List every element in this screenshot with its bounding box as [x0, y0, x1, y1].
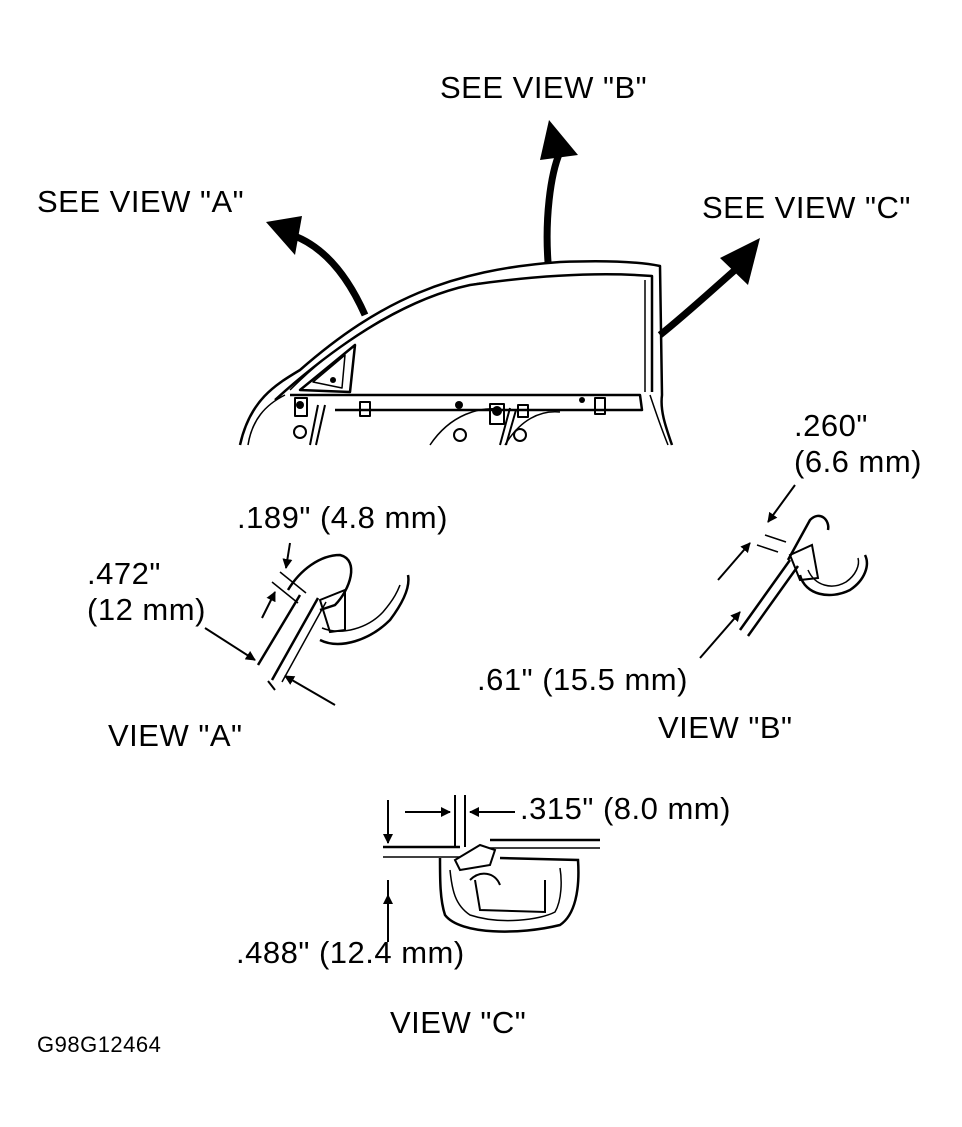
view-c-detail	[383, 795, 600, 933]
regulator-arc-right	[504, 411, 561, 446]
callout-arrow-c	[657, 267, 738, 338]
view-b-title: VIEW "B"	[658, 710, 793, 745]
door-assembly	[238, 259, 674, 446]
view-a-dim-left-in: .472"	[87, 556, 161, 591]
view-a-dimension-arrows	[204, 542, 336, 706]
mirror-sail	[298, 343, 357, 394]
view-b-dim-bottom: .61" (15.5 mm)	[477, 662, 688, 697]
callout-arrow-b	[543, 150, 564, 263]
view-c-title: VIEW "C"	[390, 1005, 527, 1040]
callout-see-view-c: SEE VIEW "C"	[702, 190, 911, 225]
callout-see-view-a: SEE VIEW "A"	[37, 184, 245, 219]
door-fasteners	[296, 377, 585, 416]
view-a-dim-left-mm: (12 mm)	[87, 592, 206, 627]
belt-line	[290, 393, 644, 412]
view-a-title: VIEW "A"	[108, 718, 243, 753]
door-frame-outer	[238, 259, 674, 446]
view-b-dim-top-in: .260"	[794, 408, 868, 443]
callout-see-view-b: SEE VIEW "B"	[440, 70, 648, 105]
view-c-dim-top: .315" (8.0 mm)	[520, 791, 731, 826]
view-c-dimension-arrows	[383, 800, 515, 942]
callout-arrow-a	[290, 231, 369, 317]
view-b-dimension-arrows	[699, 484, 796, 659]
view-c-dim-bottom: .488" (12.4 mm)	[236, 935, 465, 970]
view-b-dim-top-mm: (6.6 mm)	[794, 444, 922, 479]
figure-code: G98G12464	[37, 1032, 162, 1057]
view-a-dim-top: .189" (4.8 mm)	[237, 500, 448, 535]
view-b-detail	[738, 514, 869, 637]
view-a-detail	[256, 553, 410, 691]
